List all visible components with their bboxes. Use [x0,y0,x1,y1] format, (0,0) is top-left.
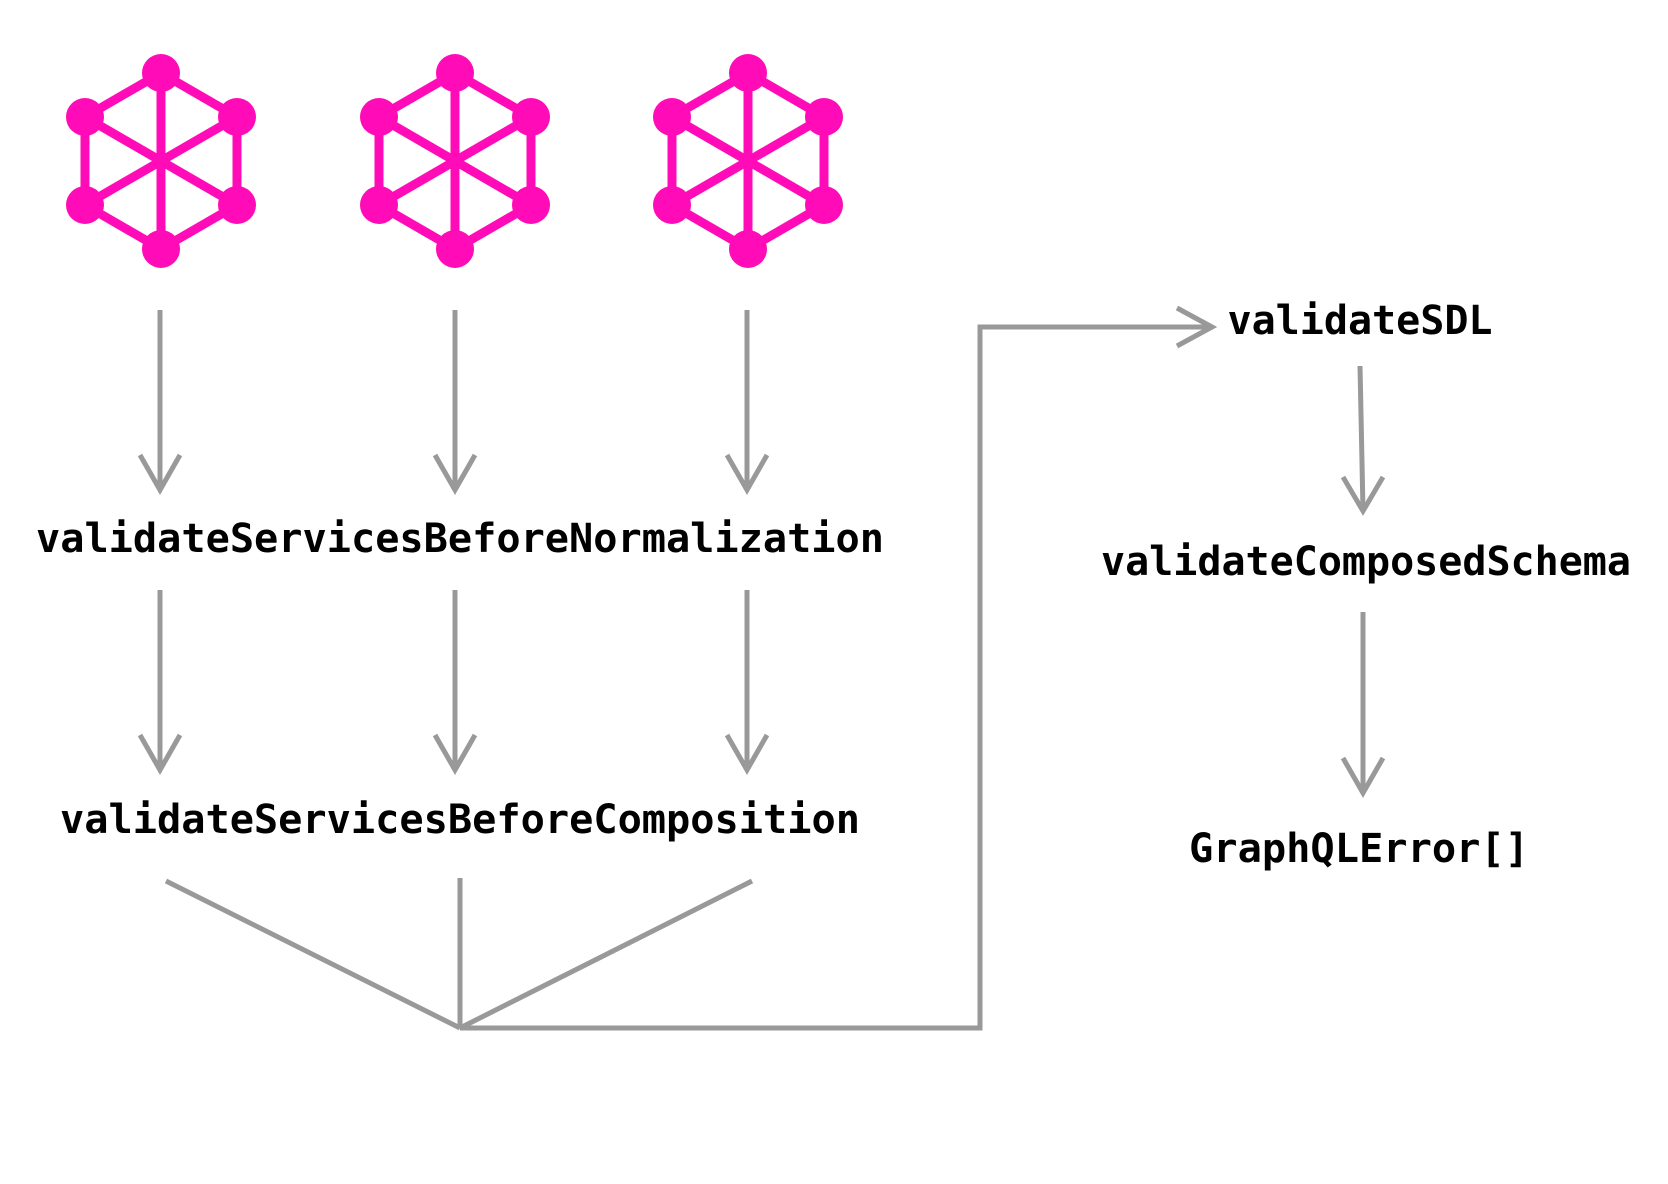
stage-label-sdl: validateSDL [1228,298,1493,344]
arrow [1340,612,1386,799]
arrow [1340,365,1386,516]
stage-label-composed-schema: validateComposedSchema [1101,539,1631,585]
stage-label-before-composition: validateServicesBeforeComposition [60,797,860,843]
arrow [137,310,183,496]
arrow [724,310,770,496]
graphql-logo-icon [653,54,843,268]
graphql-logo-icon [66,54,256,268]
arrow [432,590,478,776]
arrow [137,590,183,776]
result-label-graphql-errors: GraphQLError[] [1189,826,1529,872]
graphql-logo-icon [360,54,550,268]
arrow [432,310,478,496]
merge-connector [164,305,1218,1031]
arrow [724,590,770,776]
stage-label-before-normalization: validateServicesBeforeNormalization [36,516,884,562]
